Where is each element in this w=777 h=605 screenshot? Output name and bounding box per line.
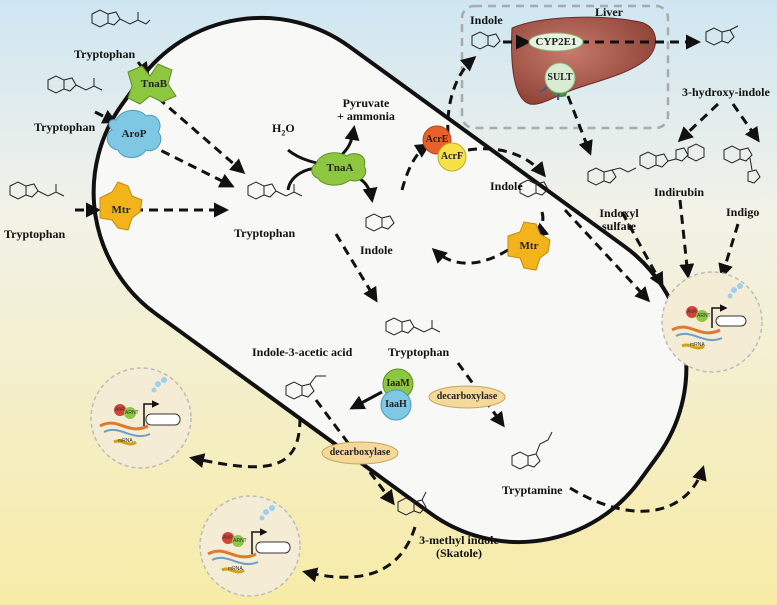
decarboxylase-1-shape xyxy=(428,385,506,409)
trp-cell-structure xyxy=(247,181,303,200)
cyp2e1-label: CYP2E1 xyxy=(535,36,577,48)
indole-cell-label: Indole xyxy=(360,243,393,257)
arnt-label-bottom: ARNT xyxy=(233,538,247,544)
indole-liver-structure xyxy=(471,31,501,50)
indoxyl-structure xyxy=(587,167,637,186)
arrow-tryptamine-gene xyxy=(569,465,707,513)
water-label: H2O xyxy=(272,121,295,138)
arop-label: AroP xyxy=(121,128,147,140)
mrna-label-bottom: mRNA xyxy=(228,566,243,572)
arrow-hydroxy-indigo xyxy=(731,103,760,143)
arrow-sult-indoxyl xyxy=(566,95,593,156)
ahr-label-bottom: AhR xyxy=(223,535,233,541)
hydroxy-indole-structure xyxy=(705,25,739,46)
mrna-label-right: mRNA xyxy=(690,342,705,348)
mtr-left-label: Mtr xyxy=(111,204,131,216)
gene-circle-left xyxy=(90,367,192,469)
tnaa-shape xyxy=(311,152,367,186)
trp-cell-label: Tryptophan xyxy=(234,226,296,240)
gene-circle-bottom xyxy=(199,495,301,597)
arrow-indigo-gene xyxy=(718,223,740,279)
mtr-right-label: Mtr xyxy=(519,240,539,252)
arrow-tnab-trp xyxy=(157,96,246,174)
arop-shape xyxy=(106,110,162,158)
pyruvate-label: Pyruvate + ammonia xyxy=(337,96,395,124)
arrow-acre-liver-indole xyxy=(446,56,477,135)
trp1-structure xyxy=(91,9,151,28)
tnab-label: TnaB xyxy=(140,78,168,90)
arrow-hydroxy-indirubin xyxy=(677,102,720,143)
hydroxy-indole-label: 3-hydroxy-indole xyxy=(682,85,770,99)
trp2-label: Tryptophan xyxy=(34,120,96,134)
arrow-indole-out-gene xyxy=(563,208,651,303)
ahr-label-left: AhR xyxy=(115,407,125,413)
trp2-structure xyxy=(47,75,103,94)
liver-title: Liver xyxy=(595,5,623,19)
tryptamine-label: Tryptamine xyxy=(502,483,563,497)
indole-liver-label: Indole xyxy=(470,13,503,27)
skatole-label: 3-methyl indole (Skatole) xyxy=(419,533,499,561)
mtr-right-shape xyxy=(507,221,551,271)
iaa-label: Indole-3-acetic acid xyxy=(252,345,353,359)
arrow-iaa-gene xyxy=(189,417,302,469)
trp3-structure xyxy=(9,181,65,200)
indoxyl-label: Indoxyl sulfate xyxy=(599,206,639,234)
tnaa-label: TnaA xyxy=(326,162,354,174)
indole-out-label: Indole xyxy=(490,179,523,193)
decarboxylase-1-label: decarboxylase xyxy=(436,391,498,402)
decarboxylase-2-label: decarboxylase xyxy=(329,447,391,458)
tnab-shape xyxy=(127,63,177,105)
trp-center-structure xyxy=(385,317,441,336)
iaam-label: IaaM xyxy=(386,378,410,389)
sult-shape xyxy=(544,62,576,94)
arrow-indole-out-mtr xyxy=(532,211,550,238)
skatole-structure xyxy=(397,491,427,516)
trp3-label: Tryptophan xyxy=(4,227,66,241)
indole-out-structure xyxy=(519,179,549,198)
indole-cell-structure xyxy=(365,213,395,232)
indigo-label: Indigo xyxy=(726,205,760,219)
indigo-structure xyxy=(723,145,761,184)
arrow-indirubin-gene xyxy=(678,199,695,279)
arrow-iaam-iaa xyxy=(349,390,383,410)
indirubin-label: Indirubin xyxy=(654,185,705,199)
arrow-arop-trp xyxy=(147,142,235,188)
arrow-skatole-gene xyxy=(302,526,417,583)
acrf-label: AcrF xyxy=(440,151,464,162)
iaah-label: IaaH xyxy=(385,399,407,410)
decarboxylase-2-shape xyxy=(321,441,399,465)
arnt-label-right: ARNT xyxy=(697,313,711,319)
trp-center-label: Tryptophan xyxy=(388,345,450,359)
arrow-mtr-indole-in xyxy=(431,247,509,265)
mtr-left-shape xyxy=(99,181,143,231)
gene-circle-right xyxy=(661,271,763,373)
tryptamine-structure xyxy=(511,431,553,470)
indirubin-structure xyxy=(639,143,705,170)
sult-label: SULT xyxy=(547,72,573,83)
arnt-label-left: ARNT xyxy=(125,410,139,416)
iaa-structure xyxy=(285,375,326,400)
ahr-label-right: AhR xyxy=(687,309,697,315)
arrow-acrf-indole xyxy=(467,147,546,178)
acrf-shape xyxy=(437,142,467,172)
acre-label: AcrE xyxy=(425,134,449,145)
mrna-label-left: mRNA xyxy=(118,438,133,444)
trp1-label: Tryptophan xyxy=(74,47,136,61)
arrow-trp-center xyxy=(334,233,378,303)
cyp2e1-shape xyxy=(528,32,584,52)
iaah-shape xyxy=(380,389,412,421)
